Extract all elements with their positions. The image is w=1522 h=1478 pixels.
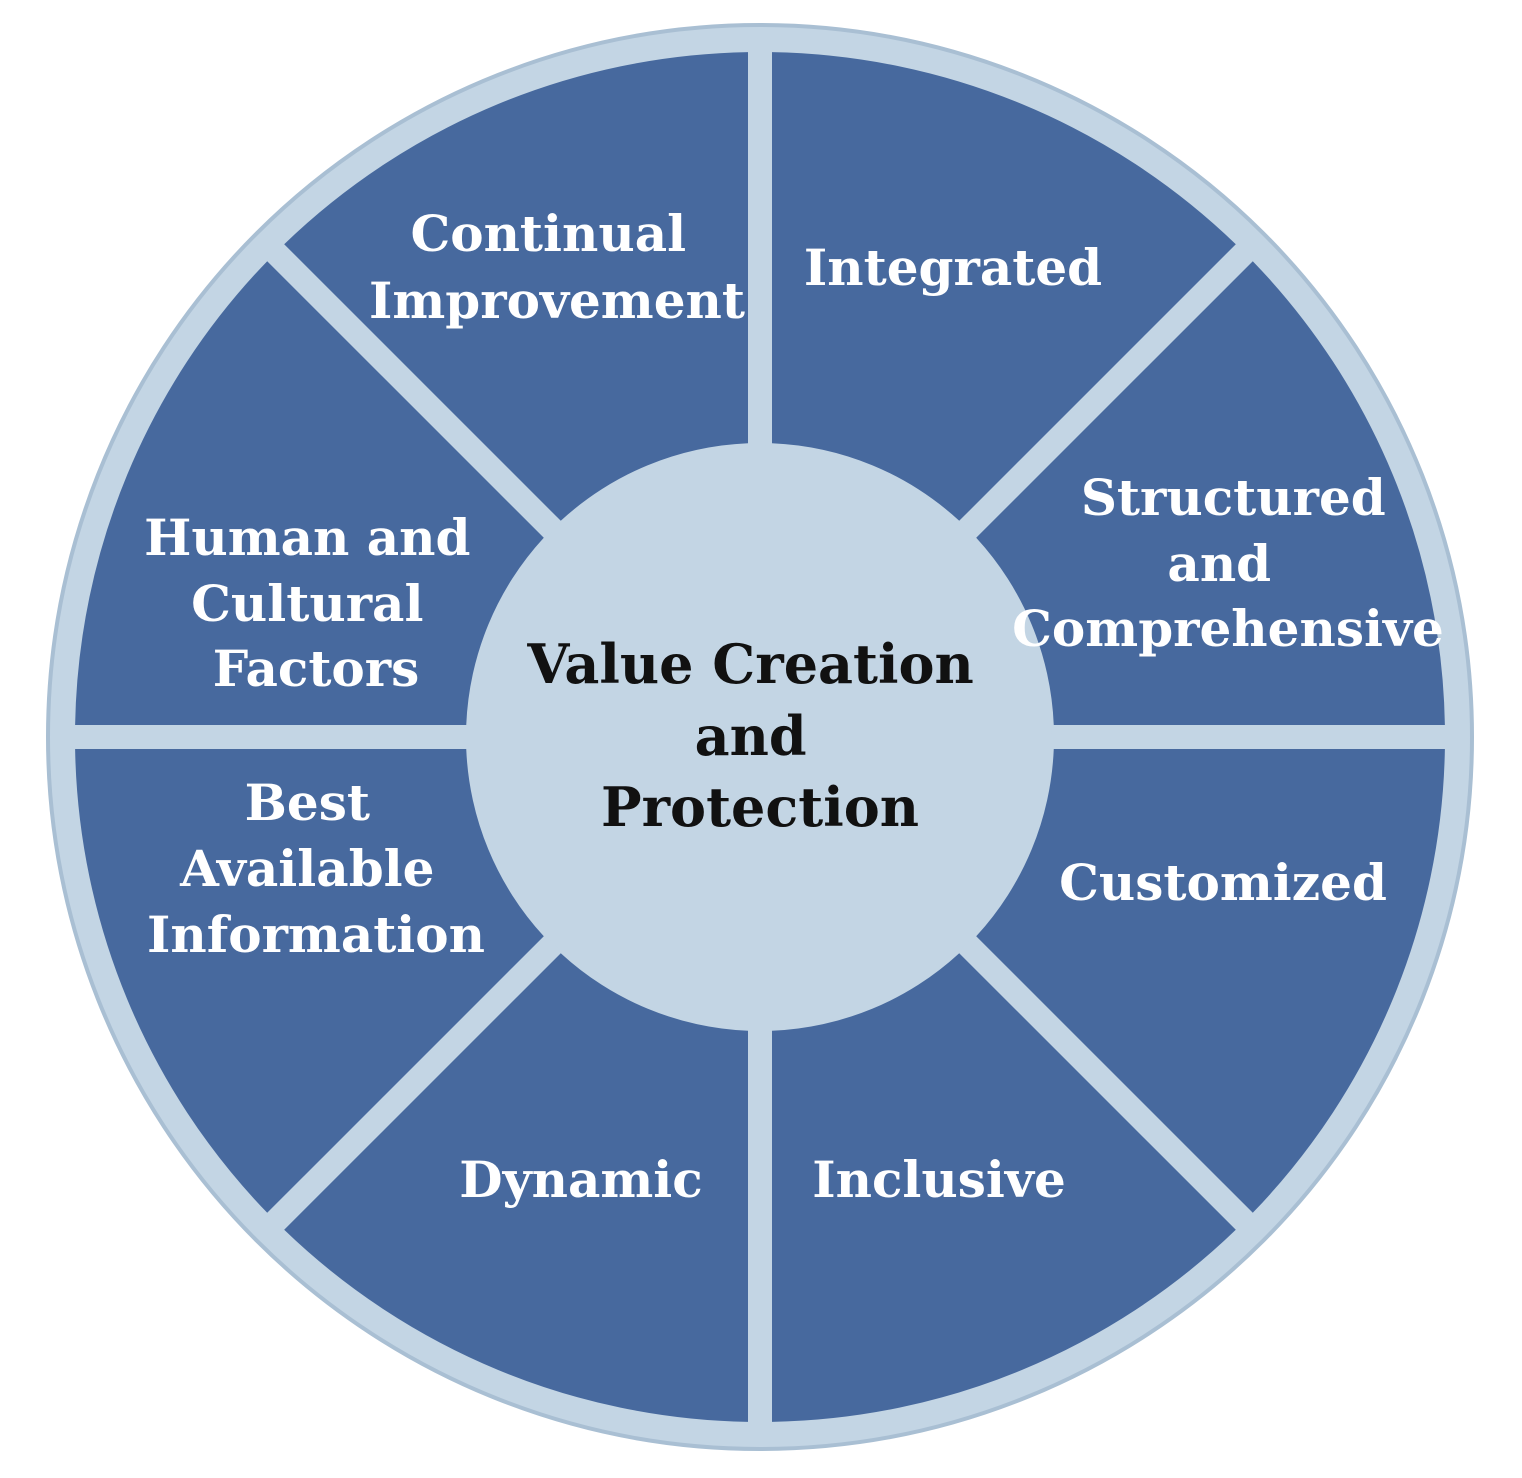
- segment-integrated: [772, 52, 1236, 521]
- label-dynamic: Dynamic: [459, 1150, 703, 1209]
- label-inclusive: Inclusive: [812, 1150, 1066, 1209]
- label-customized: Customized: [1059, 853, 1387, 912]
- segment-structured-comprehensive: [976, 261, 1445, 725]
- label-continual-improvement: Continual Improvement: [369, 204, 745, 330]
- segments: [75, 52, 1445, 1422]
- center-title: Value Creation and Protection: [526, 632, 992, 839]
- segment-continual-improvement: [284, 52, 748, 521]
- label-structured-comprehensive: Structured and Comprehensive: [1012, 468, 1444, 658]
- segment-inclusive: [772, 953, 1236, 1422]
- segment-customized: [976, 749, 1445, 1213]
- segment-human-cultural-factors: [75, 261, 544, 725]
- label-best-available-information: Best Available Information: [147, 773, 485, 964]
- center-hub: [468, 445, 1052, 1029]
- segment-dynamic: [284, 953, 748, 1422]
- label-human-cultural-factors: Human and Cultural Factors: [144, 508, 488, 698]
- segment-best-available-information: [75, 749, 544, 1213]
- label-integrated: Integrated: [804, 238, 1102, 297]
